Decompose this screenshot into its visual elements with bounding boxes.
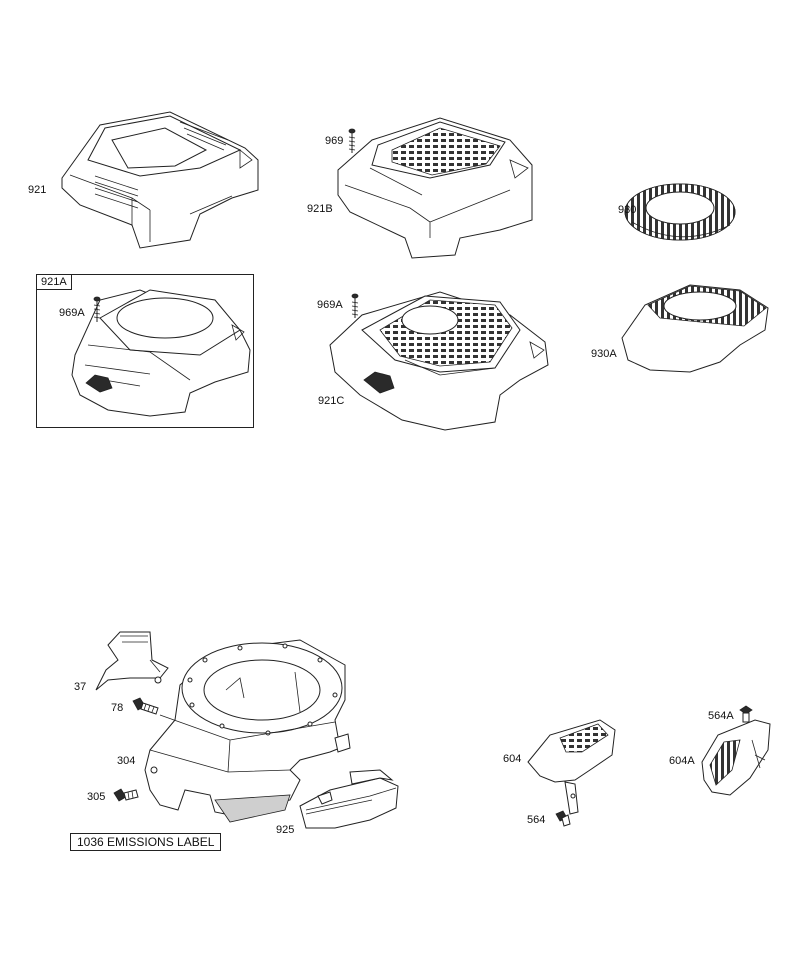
part-930-screen xyxy=(624,183,736,241)
part-969A-screw-left xyxy=(93,296,101,322)
label-930A: 930A xyxy=(591,348,617,360)
label-78: 78 xyxy=(111,702,124,714)
part-78-screw xyxy=(132,697,159,715)
part-921A-cover xyxy=(71,289,251,417)
emissions-label-box: 1036 EMISSIONS LABEL xyxy=(70,833,222,851)
part-564A-screw xyxy=(739,705,753,723)
label-564A: 564A xyxy=(708,710,734,722)
label-921: 921 xyxy=(28,184,47,196)
part-921B-cover xyxy=(337,117,533,259)
part-305-screw xyxy=(113,788,139,802)
label-604: 604 xyxy=(503,753,522,765)
label-921C: 921C xyxy=(318,395,345,407)
part-969-screw xyxy=(348,128,356,153)
label-37: 37 xyxy=(74,681,87,693)
part-604A-bracket xyxy=(701,719,771,796)
part-925-guard xyxy=(299,769,399,829)
part-930A-screen-cover xyxy=(621,284,769,373)
label-921B: 921B xyxy=(307,203,333,215)
part-969A-screw-mid xyxy=(351,293,359,318)
label-969A-left: 969A xyxy=(59,307,85,319)
part-921-cover xyxy=(61,111,259,249)
label-925: 925 xyxy=(276,824,295,836)
label-564: 564 xyxy=(527,814,546,826)
part-604-bracket xyxy=(527,719,616,815)
label-604A: 604A xyxy=(669,755,695,767)
group-921A-frame xyxy=(36,274,254,428)
label-305: 305 xyxy=(87,791,106,803)
part-304-blower-housing xyxy=(144,639,351,823)
part-37-baffle xyxy=(95,631,169,691)
label-930: 930 xyxy=(618,204,637,216)
part-921C-cover xyxy=(329,291,549,431)
label-969: 969 xyxy=(325,135,344,147)
label-921A: 921A xyxy=(36,274,72,290)
label-304: 304 xyxy=(117,755,136,767)
part-564-screw xyxy=(555,810,571,827)
label-969A-mid: 969A xyxy=(317,299,343,311)
